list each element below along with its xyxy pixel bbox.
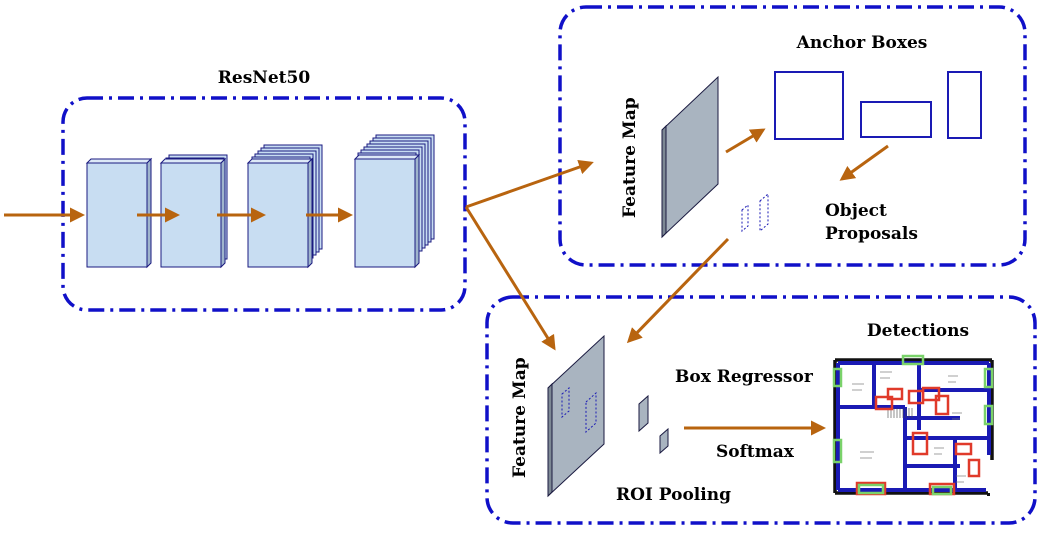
resnet50-title: ResNet50 [218, 68, 311, 88]
anchor-box-square [774, 71, 844, 140]
feature-map-to-anchors-arrow [725, 128, 766, 154]
roi-boxes [561, 386, 597, 434]
softmax-label: Softmax [716, 442, 795, 462]
detection-head-frame [485, 295, 1037, 525]
resnet-stage-2 [159, 154, 228, 269]
object-proposals-label-line2: Proposals [825, 224, 918, 244]
anchor-box-wide [860, 101, 932, 138]
rpn-feature-map-label: Feature Map [620, 97, 640, 218]
head-feature-map-label: Feature Map [510, 357, 530, 478]
object-proposals-label-line1: Object [825, 201, 887, 221]
roi-pooling-label: ROI Pooling [616, 485, 731, 505]
backbone-to-head-arrow [464, 206, 556, 351]
rpn-feature-map [661, 75, 719, 239]
detections-label: Detections [867, 321, 969, 341]
anchor-box-tall [947, 71, 982, 139]
resnet50-frame [61, 96, 467, 312]
backbone-to-rpn-arrow [465, 159, 594, 209]
anchors-to-proposals-arrow [839, 144, 889, 181]
resnet-stage-4 [353, 134, 435, 269]
detections-floorplan-image [830, 354, 998, 497]
resnet-stage-1 [85, 157, 153, 269]
anchor-boxes-label: Anchor Boxes [796, 33, 928, 53]
head-feature-map [547, 334, 605, 498]
box-regressor-label: Box Regressor [675, 367, 814, 387]
proposals-to-head-arrow [626, 237, 730, 344]
roi-pooled-features [638, 394, 669, 455]
rpn-frame [558, 5, 1027, 267]
resnet-stage-3 [246, 144, 323, 269]
object-proposals-boxes [741, 192, 769, 233]
